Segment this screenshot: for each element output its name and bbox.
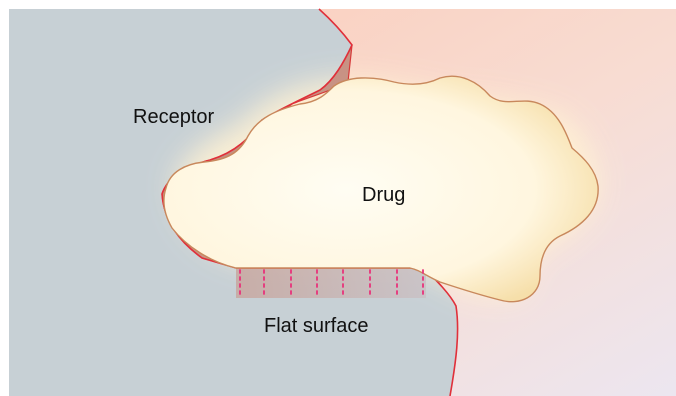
flat-surface-label: Flat surface [264,315,368,337]
drug-label: Drug [362,184,405,206]
receptor-label: Receptor [133,106,214,128]
